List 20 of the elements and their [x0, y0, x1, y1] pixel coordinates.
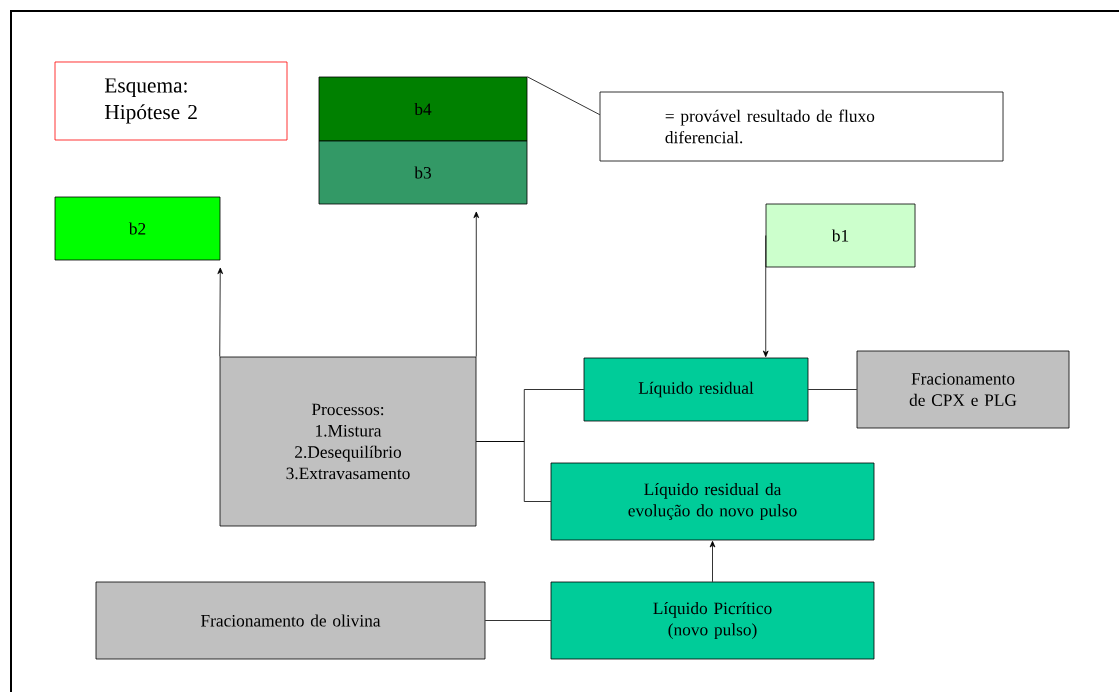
process-box: Líquido residual da evolução do novo pulso: [550, 462, 875, 541]
arrow: [762, 235, 769, 358]
leader-line: [526, 76, 601, 116]
process-box: Fracionamento de olivina: [95, 581, 486, 660]
color-box: b4: [318, 76, 528, 142]
arrow: [217, 267, 224, 358]
title-box: Esquema: Hipótese 2: [54, 61, 288, 141]
connector-line: [484, 620, 552, 621]
connector-line: [475, 441, 552, 502]
process-box: Fracionamento de CPX e PLG: [856, 350, 1070, 429]
color-box: b3: [318, 140, 528, 205]
color-box: b2: [54, 196, 221, 261]
note-box: = provável resultado de fluxo diferencial.: [599, 91, 1004, 162]
color-box: b1: [765, 203, 916, 268]
connector-line: [807, 389, 858, 390]
process-box: Líquido Picrítico (novo pulso): [550, 581, 875, 660]
process-box: Líquido residual: [583, 357, 809, 422]
arrow: [473, 211, 480, 358]
arrow: [709, 540, 716, 583]
process-box: Processos: 1.Mistura 2.Desequilíbrio 3.Extravasamento: [219, 356, 477, 527]
